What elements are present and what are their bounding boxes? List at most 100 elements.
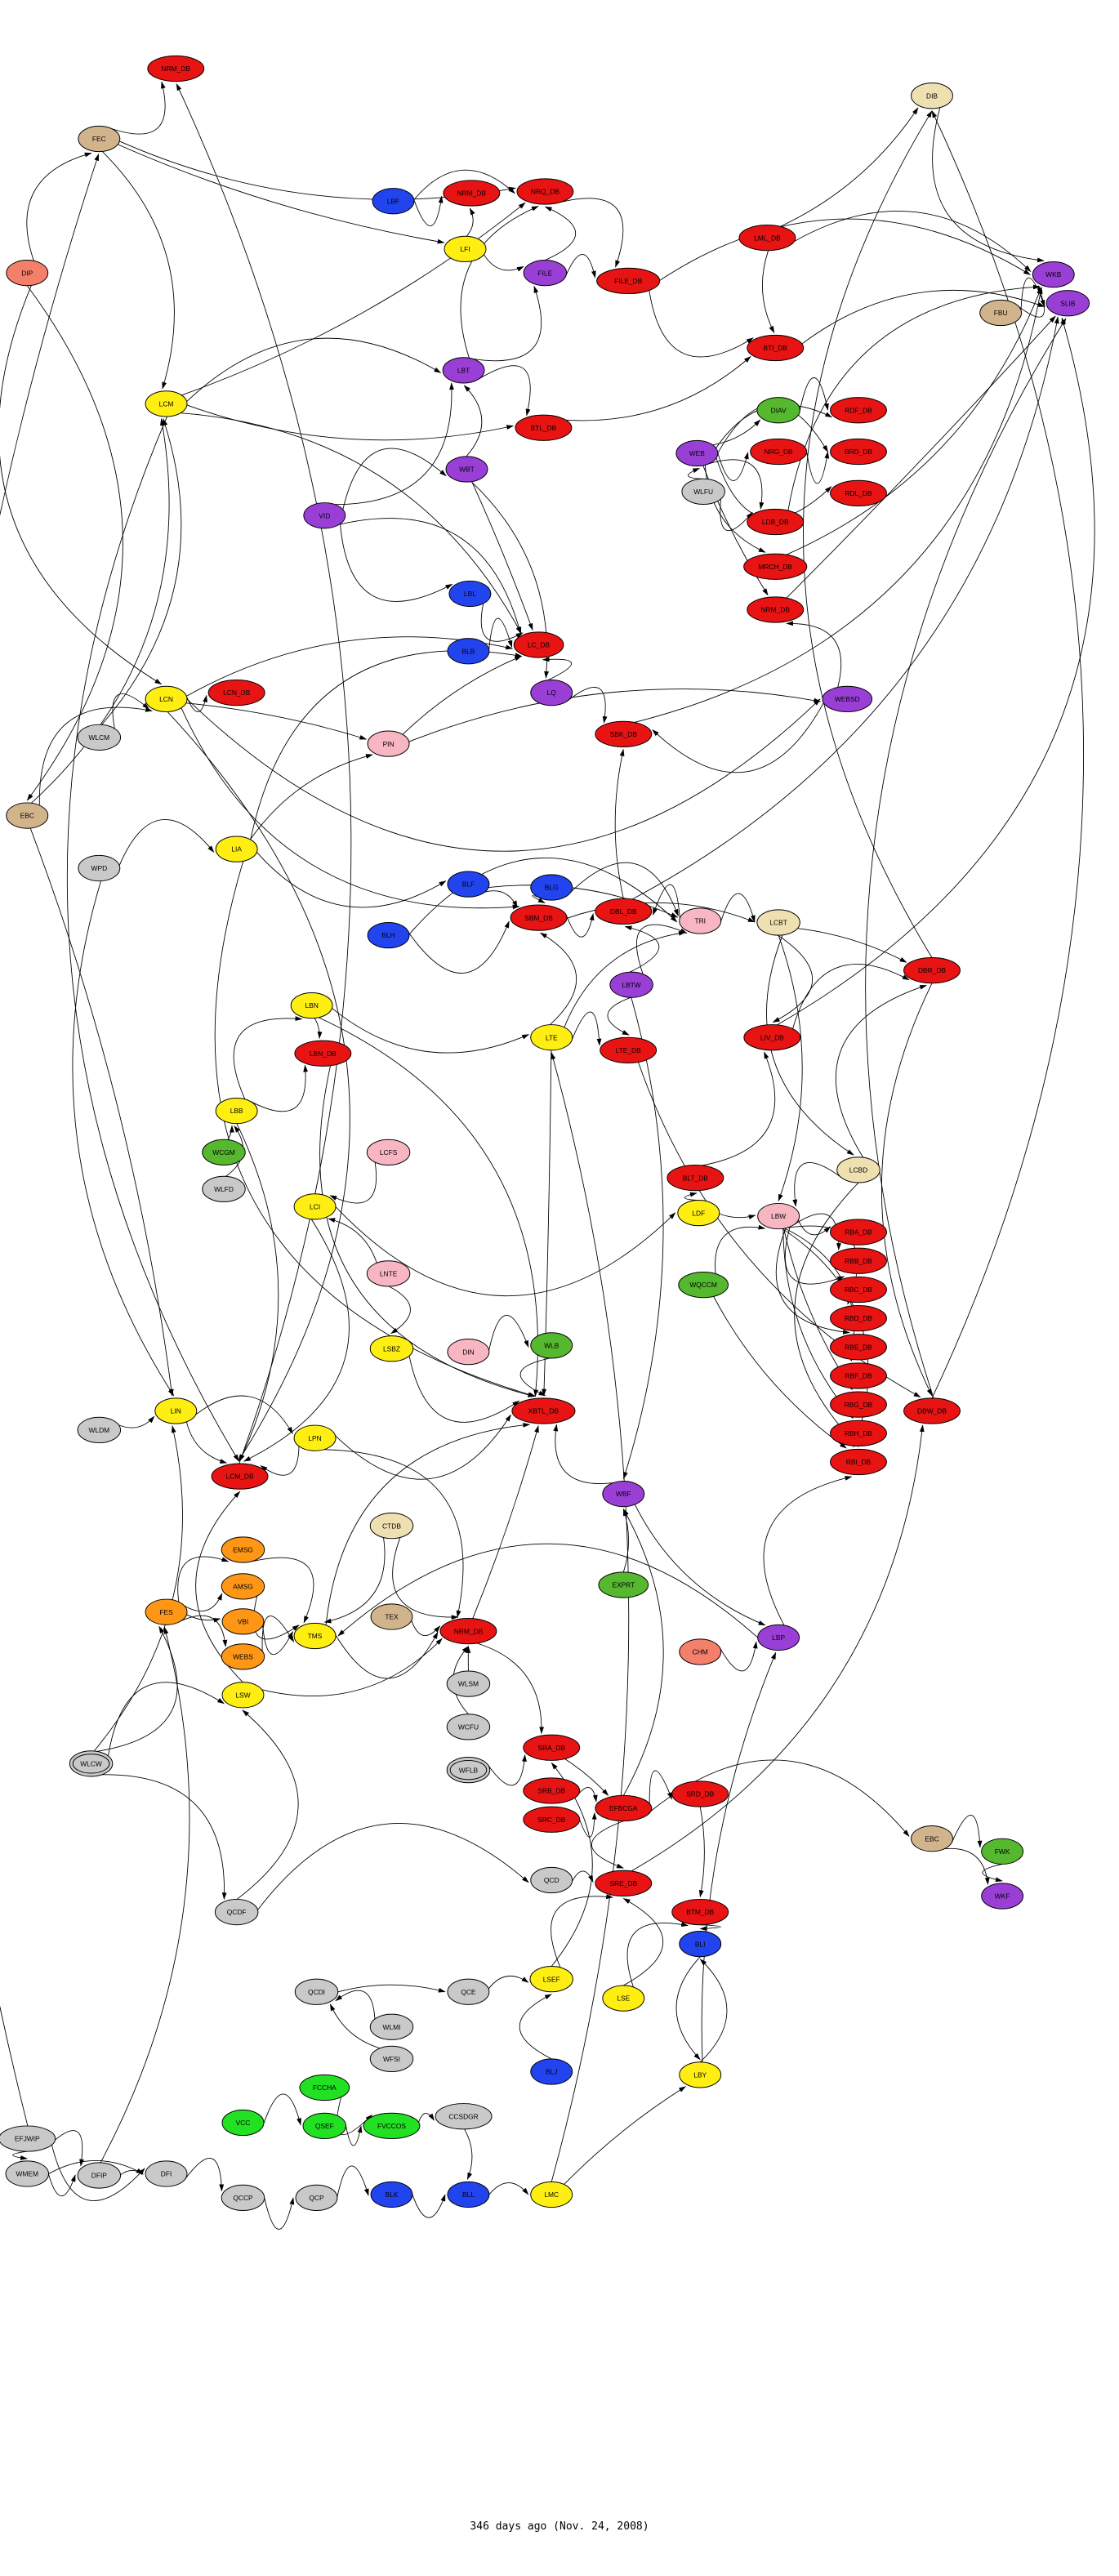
node-label: LSBZ — [383, 1344, 400, 1353]
node-label: LCBD — [849, 1166, 867, 1174]
edge — [337, 2165, 369, 2197]
edge — [487, 1754, 527, 1786]
node-label: EMSG — [233, 1546, 253, 1554]
node-label: LCN_DB — [223, 689, 251, 697]
node-shape — [530, 1332, 573, 1359]
edge — [488, 1976, 529, 1990]
edge — [340, 524, 453, 602]
node-fvccos-127: FVCCOS — [363, 2112, 421, 2140]
node-shape — [598, 1571, 649, 1598]
node-label: DIAV — [771, 406, 787, 414]
node-mrch-db-26: MRCH_DB — [743, 553, 808, 580]
node-efbcga-106: EFBCGA — [595, 1794, 653, 1822]
edge — [704, 465, 766, 553]
node-shape — [78, 125, 121, 153]
node-shape — [202, 1139, 246, 1166]
edge — [250, 754, 373, 840]
node-label: LSEF — [543, 1975, 560, 1983]
node-tms-92: TMS — [293, 1622, 337, 1650]
node-shape — [369, 2013, 414, 2040]
node-qccp-133: QCCP — [221, 2184, 265, 2211]
node-wflb-101: WFLB — [446, 1757, 491, 1784]
node-qce-117: QCE — [447, 1978, 490, 2005]
node-shape — [600, 1036, 658, 1063]
node-blg-44: BLG — [530, 874, 573, 901]
node-label: TRI — [694, 917, 706, 925]
node-blb-32: BLB — [447, 638, 490, 665]
node-lse-119: LSE — [602, 1985, 645, 2012]
node-shape — [145, 390, 188, 417]
edge — [688, 467, 702, 479]
edge — [551, 1894, 613, 1968]
edge — [944, 1847, 990, 1885]
node-label: RBC_DB — [845, 1286, 872, 1294]
node-label: LCI — [310, 1202, 320, 1210]
node-shape — [77, 2162, 122, 2189]
node-label: LC_DB — [528, 641, 550, 649]
edge — [480, 603, 524, 642]
node-lfi-7: LFI — [444, 235, 487, 262]
edge — [252, 1557, 314, 1624]
node-nrg-db-21: NRG_DB — [750, 438, 808, 466]
node-lcfs-60: LCFS — [366, 1139, 411, 1166]
node-label: WLCM — [89, 733, 110, 742]
node-shape — [293, 1622, 337, 1650]
node-lcbt-49: LCBT — [756, 909, 800, 936]
edge — [181, 202, 526, 396]
node-shape — [830, 397, 887, 424]
edge — [607, 996, 631, 1036]
node-label: EBC — [925, 1834, 938, 1843]
node-label: BLG — [545, 884, 559, 892]
node-shape — [756, 909, 800, 936]
edge — [653, 884, 680, 919]
node-shape — [830, 1219, 887, 1246]
node-qcd-111: QCD — [530, 1866, 573, 1894]
node-dfip-131: DFIP — [77, 2162, 122, 2189]
edge — [570, 862, 679, 917]
node-shape — [830, 479, 887, 506]
node-shape — [295, 2184, 338, 2211]
node-shape — [221, 1682, 265, 1709]
edge — [566, 687, 608, 724]
node-label: LBN — [305, 1001, 318, 1009]
node-shape — [530, 2181, 573, 2208]
node-shape — [830, 1305, 887, 1332]
node-label: LTE_DB — [616, 1046, 642, 1054]
edge — [1020, 277, 1045, 310]
edge — [652, 702, 824, 773]
node-shape — [830, 1391, 887, 1418]
node-label: SRD_DB — [686, 1790, 714, 1798]
edge — [634, 287, 1043, 723]
edge — [801, 289, 1045, 345]
edge — [335, 1206, 676, 1297]
node-label: LNTE — [380, 1270, 398, 1278]
node-shape — [609, 971, 653, 998]
node-label: LQ — [547, 689, 557, 697]
node-blk-135: BLK — [370, 2181, 413, 2208]
node-label: WBF — [616, 1490, 631, 1498]
node-sra-db-103: SRA_DB — [523, 1734, 581, 1761]
edge — [184, 2157, 225, 2192]
node-shape — [294, 1040, 352, 1067]
node-shape — [154, 1397, 198, 1424]
edge — [564, 930, 686, 1028]
node-shape — [78, 854, 121, 882]
edge — [342, 448, 447, 510]
edge — [118, 144, 445, 244]
node-shape — [530, 2058, 573, 2085]
edge — [323, 1449, 464, 1618]
node-label: SLIB — [1060, 299, 1076, 307]
node-ebc-108: EBC — [911, 1825, 953, 1852]
edge — [460, 206, 539, 359]
node-label: BLH — [381, 931, 395, 939]
edge — [715, 1224, 766, 1274]
edge — [519, 1357, 551, 1397]
node-shape — [830, 1334, 887, 1361]
node-shape — [221, 1573, 265, 1600]
node-lbtw-51: LBTW — [609, 971, 653, 998]
node-shape — [756, 397, 800, 424]
node-shape — [0, 2125, 56, 2152]
edge — [488, 1314, 529, 1351]
edge — [243, 1219, 350, 1462]
edge — [323, 1537, 386, 1624]
